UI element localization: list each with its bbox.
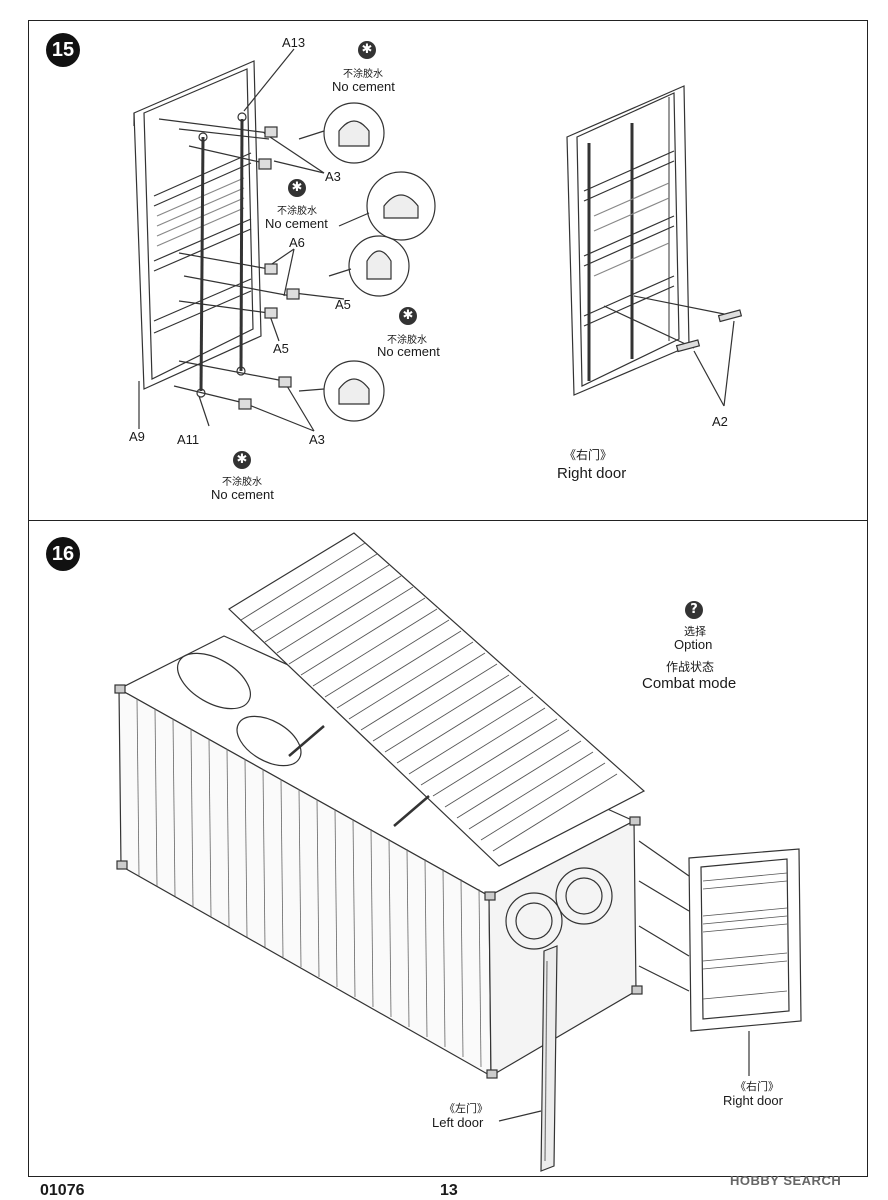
page-number: 13 — [440, 1182, 458, 1199]
step-16-number: 16 — [46, 537, 80, 571]
right-door-16-en: Right door — [723, 1093, 783, 1108]
step-15-drawing — [133, 48, 743, 432]
container-body — [114, 635, 643, 1079]
watermark: HOBBY SEARCH — [730, 1173, 842, 1188]
no-glue-icon: ✱ — [233, 451, 251, 469]
assembly-arrows — [138, 48, 345, 432]
label-a9: A9 — [129, 429, 145, 444]
left-door-frame — [133, 60, 262, 398]
note-1-cn: 不涂胶水 — [343, 69, 383, 80]
option-cn: 选择 — [684, 625, 706, 638]
detail-callouts — [298, 102, 436, 422]
open-left-door — [540, 945, 558, 1172]
label-a13: A13 — [282, 35, 306, 50]
right-door-en: Right door — [557, 465, 627, 482]
right-door-frame — [566, 85, 743, 407]
small-parts — [238, 126, 300, 410]
note-4-cn: 不涂胶水 — [222, 477, 262, 488]
right-door-cn: 《右门》 — [564, 448, 613, 462]
label-a5-mid: A5 — [335, 297, 351, 312]
step-15-panel: 15 — [28, 20, 868, 521]
no-glue-icon: ✱ — [399, 307, 417, 325]
note-2-cn: 不涂胶水 — [277, 206, 317, 217]
left-door-cn: 《左门》 — [444, 1102, 488, 1115]
note-2-en: No cement — [265, 216, 328, 231]
mode-cn: 作战状态 — [666, 660, 715, 674]
question-icon: ? — [685, 601, 703, 619]
label-a3-top: A3 — [325, 169, 341, 184]
step-16-panel: 16 — [28, 521, 868, 1177]
launch-tubes — [177, 652, 613, 950]
step-15-number: 15 — [46, 33, 80, 67]
left-door-en: Left door — [432, 1115, 484, 1130]
right-door-16-cn: 《右门》 — [735, 1080, 779, 1093]
label-a6: A6 — [289, 235, 305, 250]
label-a3-bot: A3 — [309, 432, 325, 447]
product-code: 01076 — [40, 1182, 85, 1199]
mode-en: Combat mode — [642, 675, 737, 692]
detached-right-door — [498, 840, 802, 1122]
note-3-cn: 不涂胶水 — [387, 335, 427, 346]
note-3-en: No cement — [377, 344, 440, 359]
label-a11: A11 — [177, 432, 200, 447]
raised-roof — [228, 532, 646, 867]
option-en: Option — [674, 637, 713, 652]
no-glue-icon: ✱ — [358, 41, 376, 59]
label-a2: A2 — [712, 414, 728, 429]
no-glue-icon: ✱ — [288, 179, 306, 197]
label-a5-low: A5 — [273, 341, 289, 356]
step-16-drawing — [114, 532, 802, 1172]
note-1-en: No cement — [332, 79, 395, 94]
note-4-en: No cement — [211, 487, 274, 502]
